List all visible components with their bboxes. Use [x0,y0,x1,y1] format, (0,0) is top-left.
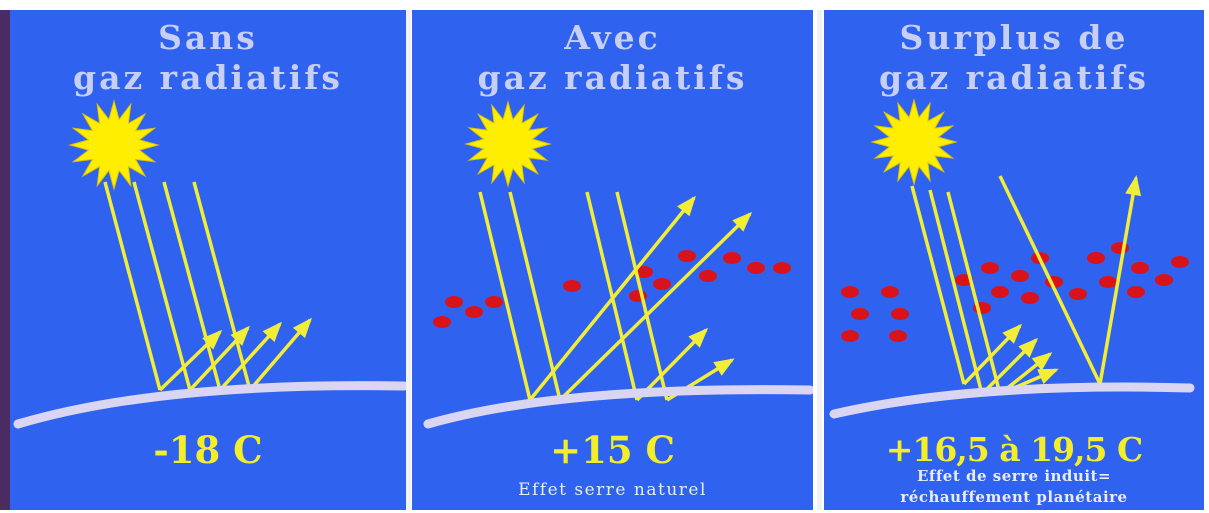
gas-molecule [1171,256,1189,268]
earth-surface [829,382,1195,419]
panel-title: Sans gaz radiatifs [10,18,406,98]
incoming-ray [162,181,222,391]
arrowheads [202,317,312,350]
panel-title-line1: Surplus de [899,18,1129,57]
panel-title: Surplus de gaz radiatifs [824,18,1204,98]
arrowhead-icon [1125,175,1141,197]
effect-note-line1: Effet de serre induit= [916,467,1112,485]
arrowhead-icon [202,329,223,350]
gas-molecule [1087,252,1105,264]
gas-molecule [699,270,717,282]
incoming-ray [192,181,252,391]
arrowhead-icon [1031,352,1053,371]
earth-surface [423,385,813,429]
incoming-ray [103,181,162,391]
arrowhead-icon [713,358,735,376]
gas-molecule [747,262,765,274]
panel-title-line1: Avec [564,18,661,57]
gas-molecule [889,330,907,342]
reflected-ray [1098,177,1138,385]
arrowhead-icon [1037,368,1059,384]
incoming-ray [928,189,984,395]
gas-molecule [1131,262,1149,274]
gas-molecule [881,286,899,298]
temperature-label: +15 C [550,428,675,472]
incoming-rays [103,181,252,391]
panel-title-line1: Sans [158,18,258,57]
gas-molecule [723,252,741,264]
gas-molecule [1127,286,1145,298]
arrowhead-icon [1018,337,1039,358]
gas-molecule [1155,274,1173,286]
panel-illustration [13,99,406,429]
incoming-ray [946,191,1002,395]
incoming-ray [478,191,532,401]
gas-molecule [841,286,859,298]
gas-molecule [678,250,696,262]
gas-molecule [1099,276,1117,288]
incoming-ray [998,175,1102,385]
panel-title-line2: gaz radiatifs [477,58,748,97]
effect-note-line1: Effet serre naturel [518,480,707,500]
incoming-ray [132,181,192,391]
panel-title: Avec gaz radiatifs [412,18,813,98]
arrowhead-icon [732,211,753,232]
gas-molecule [773,262,791,274]
left-edge-bar [0,10,10,510]
arrowhead-icon [262,321,282,342]
gas-molecule [635,266,653,278]
reflected-ray [528,196,696,402]
gas-molecule [653,278,671,290]
arrowhead-icon [677,195,696,217]
arrowhead-icon [230,325,250,346]
panel-without-gases: Sans gaz radiatifs [10,10,406,510]
incoming-rays [478,191,669,401]
gas-molecule [563,280,581,292]
effect-note-line2: réchauffement planétaire [900,488,1128,506]
gas-molecule [841,330,859,342]
gas-molecule [981,262,999,274]
arrowhead-icon [292,317,312,339]
panel-illustration [423,100,813,429]
panel-illustration [829,98,1195,419]
effect-note: Effet de serre induit= réchauffement pla… [824,466,1204,508]
gas-molecule [1011,270,1029,282]
panel-with-gases: Avec gaz radiatifs [412,10,813,510]
temperature-label: -18 C [153,428,263,472]
incoming-ray [615,191,669,401]
gas-molecule [485,296,503,308]
gas-molecule [445,296,463,308]
panel-divider [817,10,822,510]
gas-molecule [433,316,451,328]
panel-excess-gases: Surplus de gaz radiatifs [824,10,1204,510]
sun-icon [464,100,552,188]
temperature-label: +16,5 à 19,5 C [885,430,1144,469]
earth-surface [13,381,406,429]
gas-molecule [891,308,909,320]
reflected-ray [558,212,752,402]
gas-molecule [1111,242,1129,254]
panel-divider [406,10,411,510]
effect-note: Effet serre naturel [412,480,813,501]
gas-molecule [465,306,483,318]
sun-icon [68,99,160,191]
gas-molecule [991,286,1009,298]
sun-icon [870,98,958,186]
arrowhead-icon [1002,323,1023,344]
gas-molecule [1069,288,1087,300]
arrowheads [1002,175,1141,384]
gas-molecules [841,242,1189,342]
arrowhead-icon [688,327,709,348]
incoming-rays [910,175,1102,395]
incoming-ray [910,185,966,385]
gas-molecule [1021,292,1039,304]
panel-title-line2: gaz radiatifs [879,58,1149,97]
gas-molecule [851,308,869,320]
incoming-ray [508,191,562,401]
panel-title-line2: gaz radiatifs [73,58,343,97]
incoming-ray [585,191,639,401]
arrowheads [677,195,753,376]
